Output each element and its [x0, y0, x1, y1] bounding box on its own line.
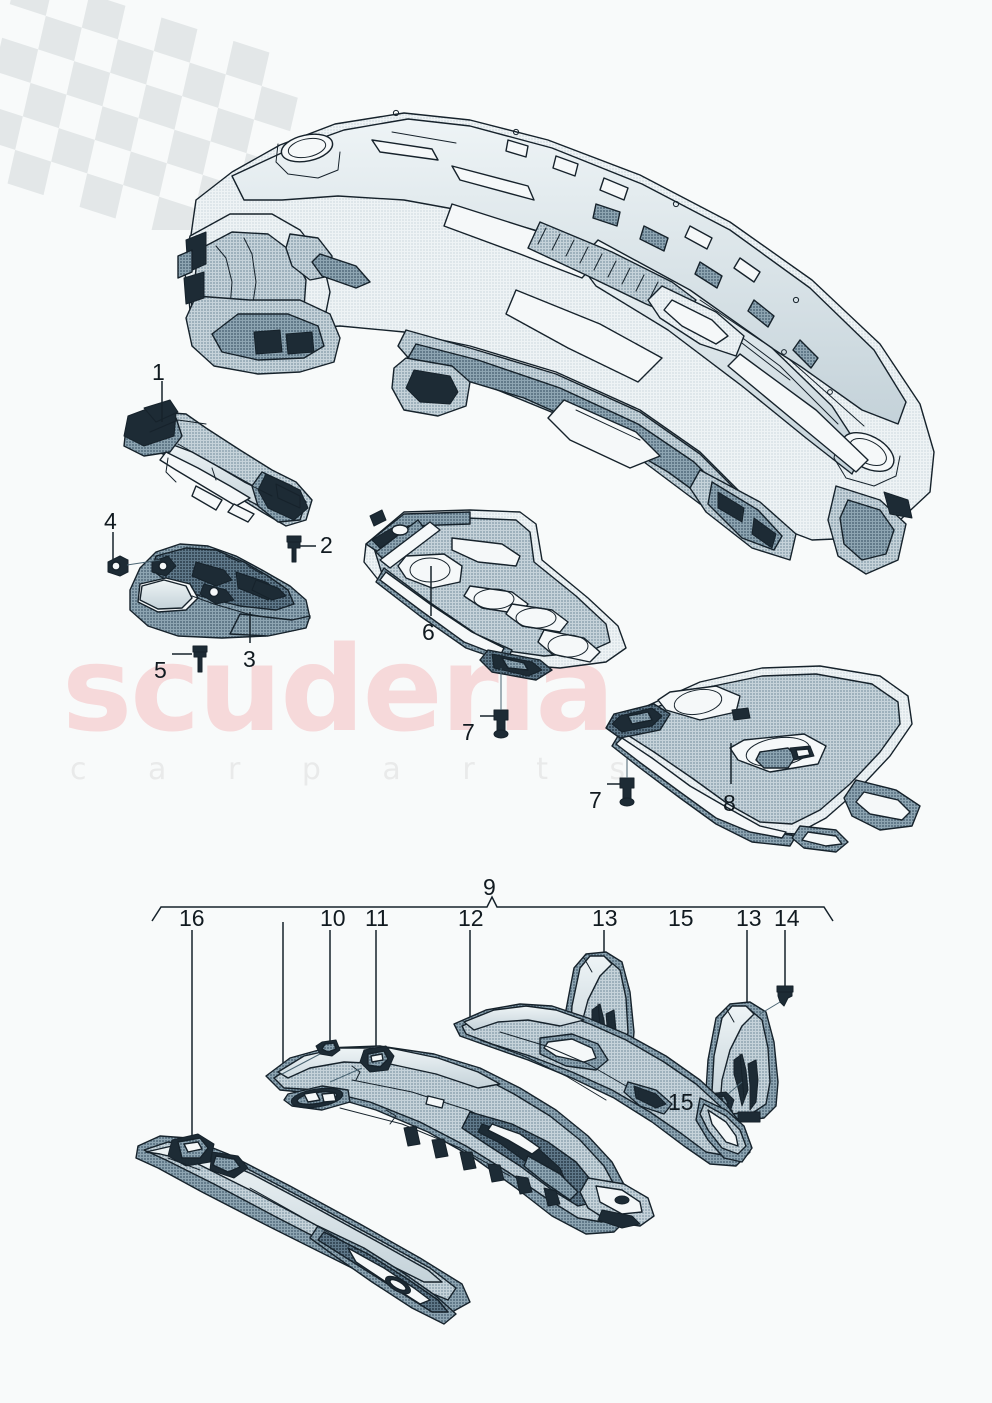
callout-12: 12: [458, 905, 484, 931]
callout-4: 4: [104, 508, 117, 534]
part-center-trim-rail: [453, 1003, 753, 1167]
callout-7-b: 7: [589, 787, 602, 813]
part-14-screw: [759, 985, 794, 1015]
callout-16: 16: [179, 905, 205, 931]
callout-3: 3: [243, 646, 256, 672]
part-5-screw: [192, 645, 208, 673]
callout-9-group: 9: [483, 874, 496, 900]
callout-1: 1: [152, 359, 165, 385]
part-2-screw: [286, 535, 302, 563]
group-9-bracket: [151, 895, 834, 922]
callout-13-a: 13: [592, 905, 618, 931]
part-1-steering-column-upper-shroud: [123, 399, 313, 527]
callout-8: 8: [723, 790, 736, 816]
callout-10: 10: [320, 905, 346, 931]
part-7-screw-a: [493, 668, 509, 739]
callout-11: 11: [365, 905, 389, 931]
part-11-retaining-clip: [329, 1045, 395, 1083]
part-10-bolt: [281, 1039, 341, 1075]
part-12-lower-instrument-panel-driver: [265, 1045, 655, 1235]
callout-2: 2: [320, 532, 333, 558]
callout-7-a: 7: [462, 719, 475, 745]
part-main-instrument-panel: [177, 109, 935, 575]
callout-6: 6: [422, 619, 435, 645]
part-6-lower-dash-panel-left: [363, 509, 627, 681]
callout-5: 5: [154, 657, 167, 683]
callout-15-a: 15: [668, 905, 694, 931]
callout-14: 14: [774, 905, 800, 931]
callout-13-b: 13: [736, 905, 762, 931]
group-9-leader-lines: [191, 922, 786, 1148]
part-16-left-side-trim: [135, 1133, 471, 1325]
part-4-retaining-clip: [107, 555, 161, 577]
part-3-steering-column-lower-shroud: [129, 543, 311, 639]
part-8-lower-dash-panel-right: [605, 665, 921, 853]
callout-15-b: 15: [668, 1089, 694, 1115]
